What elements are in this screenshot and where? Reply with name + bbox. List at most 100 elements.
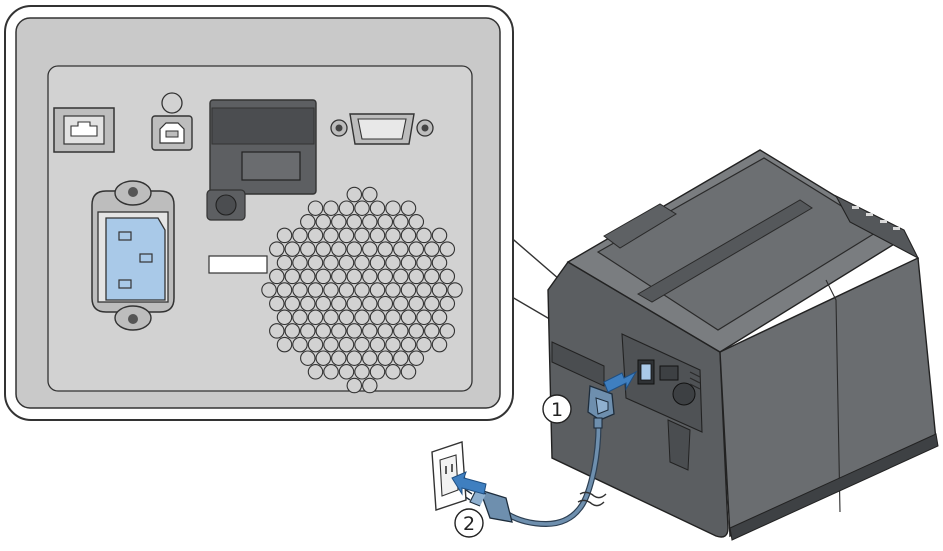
vent-hole (416, 227, 432, 244)
vent-hole (369, 309, 386, 326)
vent-hole (354, 364, 370, 380)
vent-hole (331, 214, 347, 230)
indicator-lights (852, 206, 900, 230)
rear-panel-zoom (4, 5, 634, 421)
usb-port-icon (151, 92, 193, 151)
vent-hole (416, 282, 432, 298)
vent-hole (431, 336, 448, 353)
vent-hole (276, 309, 293, 326)
vent-hole (362, 350, 378, 366)
wall-outlet-icon (431, 441, 467, 511)
vent-hole (331, 323, 347, 339)
vent-hole (331, 295, 347, 312)
vent-hole (346, 377, 363, 394)
vent-hole (393, 323, 409, 339)
vent-hole (369, 282, 386, 298)
vent-hole (439, 295, 456, 312)
vent-hole (323, 227, 339, 244)
vent-hole (323, 336, 339, 353)
vent-hole (377, 241, 394, 257)
vent-hole (424, 241, 440, 257)
vent-hole (385, 282, 401, 298)
vent-hole (292, 254, 308, 271)
vent-hole (346, 214, 363, 230)
vent-hole (323, 200, 339, 216)
vent-hole (292, 227, 308, 244)
printer-side-edge (825, 279, 841, 513)
vent-hole (385, 364, 401, 380)
vent-hole (315, 241, 332, 257)
label-plate (208, 255, 268, 274)
vent-hole (416, 309, 432, 326)
vent-hole (362, 377, 378, 394)
vent-hole (276, 282, 293, 298)
vent-hole (261, 282, 277, 298)
vent-hole (377, 295, 394, 312)
vent-hole (338, 227, 355, 244)
vent-hole (377, 323, 394, 339)
vent-hole (354, 200, 370, 216)
vent-hole (300, 350, 316, 366)
step-1-callout: 1 (542, 394, 572, 424)
printer-power-inlet-socket (640, 363, 652, 381)
vent-hole (408, 268, 425, 285)
vent-hole (346, 186, 363, 203)
vent-hole (439, 323, 456, 339)
vent-hole (424, 268, 440, 285)
insert-arrow-icon (603, 370, 638, 393)
vent-hole (369, 227, 386, 244)
vent-hole (323, 254, 339, 271)
vent-hole (400, 282, 417, 298)
printer-rear-handle (667, 419, 691, 471)
vent-hole (408, 214, 425, 230)
vent-hole (362, 268, 378, 285)
step-2-label: 2 (463, 513, 475, 535)
vent-hole (315, 295, 332, 312)
vent-hole (431, 227, 448, 244)
vent-hole (424, 323, 440, 339)
vent-hole (300, 268, 316, 285)
vent-hole (362, 186, 378, 203)
vent-hole (300, 214, 316, 230)
vent-hole (346, 350, 363, 366)
vent-hole (346, 241, 363, 257)
step-2-callout: 2 (454, 508, 484, 538)
vent-hole (369, 336, 386, 353)
ethernet-port-icon (53, 107, 115, 153)
vent-hole (307, 309, 324, 326)
vent-hole (385, 200, 401, 216)
power-inlet-icon (91, 180, 175, 331)
vent-hole (400, 364, 417, 380)
vent-hole (400, 309, 417, 326)
printer-front-panel (834, 194, 920, 260)
vent-hole (354, 254, 370, 271)
vent-hole (284, 268, 301, 285)
vent-hole (416, 254, 432, 271)
vent-hole (362, 295, 378, 312)
vent-hole (338, 364, 355, 380)
vent-hole (393, 241, 409, 257)
vent-hole (377, 268, 394, 285)
vent-hole (346, 323, 363, 339)
vent-hole (393, 295, 409, 312)
vent-hole (307, 336, 324, 353)
vent-hole (300, 295, 316, 312)
vent-hole (292, 282, 308, 298)
vent-hole (323, 282, 339, 298)
vent-hole (439, 268, 456, 285)
printer-rear-vents (689, 371, 701, 390)
vent-hole (408, 295, 425, 312)
vent-hole (385, 336, 401, 353)
vent-hole (292, 309, 308, 326)
vent-hole (284, 323, 301, 339)
vent-hole (369, 200, 386, 216)
vent-hole (385, 254, 401, 271)
vent-hole (300, 241, 316, 257)
vent-hole (431, 254, 448, 271)
vent-hole (315, 350, 332, 366)
vent-hole (338, 309, 355, 326)
printer-rear-port-panel (621, 333, 703, 433)
vent-hole (307, 200, 324, 216)
vent-hole (269, 295, 285, 312)
vent-hole (354, 227, 370, 244)
